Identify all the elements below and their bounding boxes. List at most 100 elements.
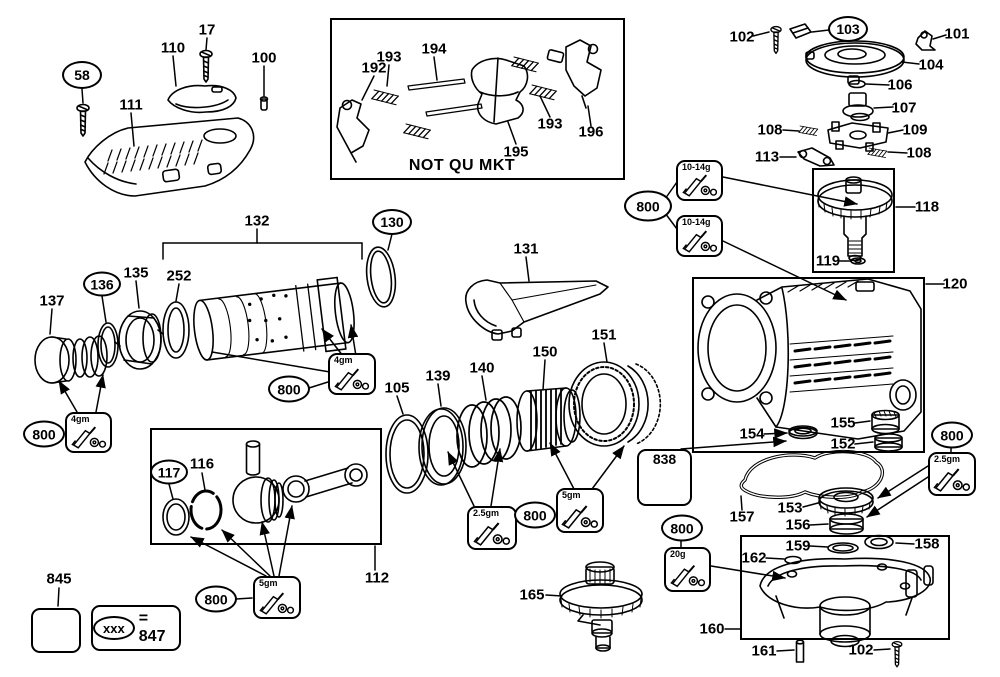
- part-113-drawing: [797, 147, 835, 167]
- callout-800-text: 800: [32, 426, 56, 442]
- part-label-132: 132: [244, 212, 270, 230]
- part-label-101: 101: [944, 25, 970, 43]
- grease-tube-icon: [681, 230, 717, 253]
- gear-housing-box: [740, 535, 950, 640]
- part-150-clutch-drawing: [516, 387, 581, 452]
- grease-tube-icon: [473, 522, 511, 546]
- grease-tube-icon: [561, 505, 599, 529]
- part-label-102-top: 102: [729, 28, 755, 46]
- grease-box-2-5gm-right: 2.5gm: [928, 452, 976, 496]
- callout-800-text: 800: [636, 198, 660, 214]
- part-label-140: 140: [469, 359, 495, 377]
- callout-800-top: 800: [624, 190, 672, 222]
- part-label-112: 112: [364, 569, 390, 587]
- part-label-160: 160: [699, 620, 725, 638]
- grease-amount-label: 20g: [670, 549, 686, 559]
- grease-box-20g: 20g: [664, 547, 711, 592]
- callout-800-bottom: 800: [661, 514, 703, 542]
- motor-housing-box: [692, 277, 925, 453]
- part-154-seal-drawing: [788, 425, 818, 440]
- part-139-ring-drawing: [418, 407, 467, 486]
- part-130-oring-drawing: [365, 246, 397, 308]
- callout-800-text: 800: [523, 507, 547, 523]
- part-label-193-left: 193: [376, 48, 402, 66]
- part-58-screw-drawing: [76, 103, 90, 137]
- grease-amount-label: 10-14g: [682, 217, 711, 227]
- part-label-137: 137: [39, 292, 65, 310]
- callout-58-text: 58: [74, 67, 90, 83]
- part-116-ring-drawing: [189, 489, 223, 531]
- part-label-838: 838: [652, 451, 677, 467]
- equivalence-box: xxx = 847: [91, 605, 181, 651]
- callout-117: 117: [150, 459, 188, 485]
- part-label-100: 100: [251, 49, 277, 67]
- part-label-152: 152: [830, 435, 856, 453]
- part-137-striker-drawing: [34, 335, 108, 384]
- grease-amount-label: 4gm: [334, 355, 353, 365]
- part-132-cylinder-drawing: [193, 276, 355, 361]
- grease-amount-label: 5gm: [562, 490, 581, 500]
- part-153-gear-drawing: [818, 487, 874, 517]
- callout-800-right: 800: [931, 421, 973, 449]
- piston-assembly-box: [150, 428, 382, 545]
- equivalence-symbol-oval: xxx: [93, 616, 135, 640]
- callout-117-text: 117: [157, 464, 181, 480]
- part-156-cap-drawing: [829, 513, 864, 535]
- part-label-119: 119: [815, 252, 841, 270]
- part-label-165: 165: [519, 586, 545, 604]
- part-label-106: 106: [887, 76, 913, 94]
- part-140-spring-drawing: [456, 396, 522, 468]
- part-label-159: 159: [785, 537, 811, 555]
- part-label-131: 131: [513, 240, 539, 258]
- part-label-108-right: 108: [906, 144, 932, 162]
- part-192-brush-holder-drawing: [336, 99, 370, 163]
- part-161-pin-drawing: [795, 639, 805, 663]
- nameplate-845-box: [31, 608, 81, 653]
- part-label-196: 196: [578, 123, 604, 141]
- part-135-clutch-drawing: [114, 310, 164, 370]
- part-label-161: 161: [751, 642, 777, 660]
- leader-lines: [49, 29, 952, 652]
- part-label-150: 150: [532, 343, 558, 361]
- part-195-brush-assembly-drawing: [470, 49, 565, 125]
- part-102b-screw-drawing: [891, 640, 903, 668]
- callout-800-cylinder: 800: [268, 375, 310, 403]
- callout-800-text: 800: [204, 591, 228, 607]
- part-194-rods-drawing: [407, 78, 483, 117]
- part-label-153: 153: [777, 499, 803, 517]
- part-165-gear-drawing: [559, 561, 643, 652]
- callout-136-text: 136: [90, 276, 114, 292]
- grease-box-5gm-clutch: 5gm: [556, 488, 604, 533]
- grease-amount-label: 2.5gm: [473, 508, 500, 518]
- part-107-drawing: [842, 92, 874, 122]
- part-17-screw-drawing: [199, 49, 213, 83]
- part-label-105: 105: [384, 379, 410, 397]
- callout-800-piston: 800: [195, 585, 237, 613]
- part-label-195: 195: [503, 143, 529, 161]
- grease-tube-icon: [70, 426, 106, 449]
- part-105-oring-drawing: [385, 414, 429, 494]
- callout-103-text: 103: [836, 21, 860, 37]
- part-131-shroud-drawing: [464, 279, 609, 341]
- callout-130-text: 130: [380, 214, 404, 230]
- part-label-155: 155: [830, 414, 856, 432]
- part-label-194: 194: [421, 40, 447, 58]
- part-label-157: 157: [729, 508, 755, 526]
- part-label-845: 845: [46, 570, 72, 588]
- brush-assembly-box: [330, 18, 625, 180]
- grease-tube-icon: [681, 174, 717, 197]
- part-label-156: 156: [785, 516, 811, 534]
- grease-tube-icon: [933, 468, 971, 492]
- part-label-151: 151: [591, 326, 617, 344]
- part-label-120: 120: [942, 275, 968, 293]
- grease-box-4gm-cylinder: 4gm: [328, 353, 376, 395]
- part-label-109: 109: [902, 121, 928, 139]
- part-label-116: 116: [189, 455, 215, 473]
- callout-800-text: 800: [940, 427, 964, 443]
- callout-800-mid: 800: [514, 501, 556, 529]
- grease-tube-icon: [334, 368, 370, 391]
- part-label-104: 104: [918, 56, 944, 74]
- part-136-oring-drawing: [97, 322, 119, 368]
- part-111-cover-drawing: [84, 117, 255, 197]
